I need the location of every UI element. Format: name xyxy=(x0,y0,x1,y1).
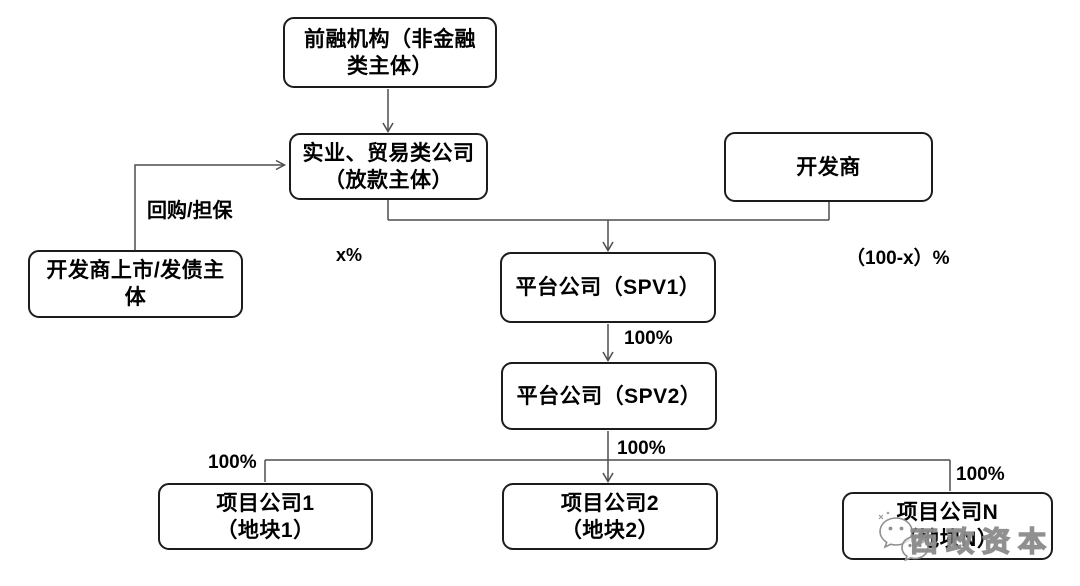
arrowhead-down-icon xyxy=(602,472,614,483)
node-label: 项目公司2 xyxy=(560,491,660,515)
arrowhead-right-icon xyxy=(275,159,287,171)
label-projectN-ownership: 100% xyxy=(956,464,1005,485)
node-label: （地块N） xyxy=(896,528,999,551)
node-label: 实业、贸易类公司 xyxy=(302,141,475,165)
node-industrial-trading-lender: 实业、贸易类公司 （放款主体） xyxy=(289,133,488,200)
label-100-minus-x-percent: （100-x）% xyxy=(846,248,950,269)
node-label: 前融机构（非金融 xyxy=(304,27,476,51)
node-label: 类主体） xyxy=(347,54,433,78)
node-label: （放款主体） xyxy=(324,168,453,192)
node-platform-spv2: 平台公司（SPV2） xyxy=(501,362,717,430)
node-platform-spv1: 平台公司（SPV1） xyxy=(500,252,716,323)
node-project-company-2: 项目公司2 （地块2） xyxy=(502,483,718,550)
node-developer: 开发商 xyxy=(724,132,933,202)
node-label: 开发商 xyxy=(796,155,861,179)
node-developer-listed-bond-entity: 开发商上市/发债主 体 xyxy=(28,250,243,318)
node-label: 平台公司（SPV2） xyxy=(516,384,702,408)
node-label: 体 xyxy=(124,286,147,309)
arrowhead-down-icon xyxy=(382,122,394,133)
node-label: 平台公司（SPV1） xyxy=(515,276,701,299)
node-pre-financing-institution: 前融机构（非金融 类主体） xyxy=(283,17,497,88)
edge-listed-to-lender xyxy=(134,164,283,250)
label-x-percent: x% xyxy=(336,245,363,265)
node-project-company-1: 项目公司1 （地块1） xyxy=(158,483,373,550)
arrowhead-down-icon xyxy=(602,351,614,362)
node-label: （地块1） xyxy=(216,518,315,542)
label-repurchase-guarantee: 回购/担保 xyxy=(147,200,233,222)
node-label: 项目公司N xyxy=(896,501,999,524)
node-label: 项目公司1 xyxy=(216,491,315,515)
label-spv1-ownership: 100% xyxy=(624,328,673,349)
label-spv2-ownership: 100% xyxy=(617,438,666,459)
arrowhead-down-icon xyxy=(602,241,614,252)
node-label: （地块2） xyxy=(560,518,660,542)
node-label: 开发商上市/发债主 xyxy=(46,259,225,282)
node-project-company-n: 项目公司N （地块N） xyxy=(842,492,1053,560)
label-project1-ownership: 100% xyxy=(208,452,257,473)
